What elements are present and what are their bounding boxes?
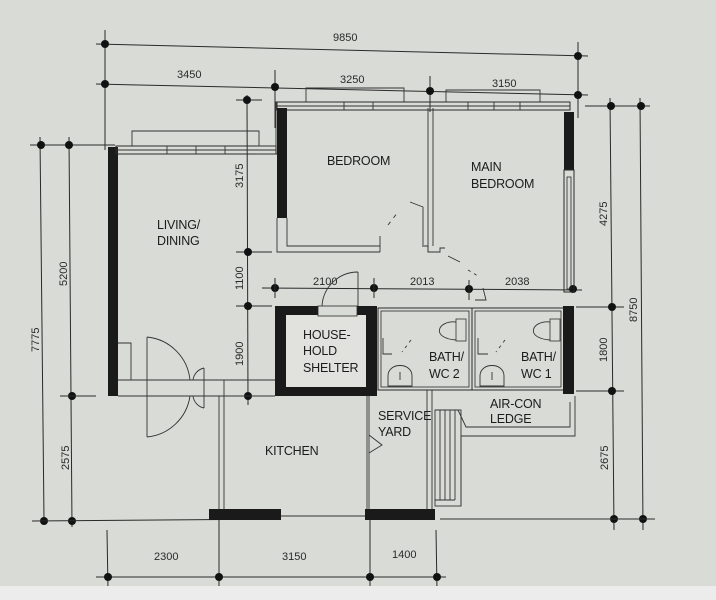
room-label-bedroom: BEDROOM bbox=[327, 154, 390, 168]
page-edge bbox=[0, 586, 716, 600]
room-label-kitchen: KITCHEN bbox=[265, 444, 319, 458]
dim-right-2: 1800 bbox=[598, 338, 610, 362]
dim-corridor-2: 2013 bbox=[410, 276, 434, 288]
room-label-main-bedroom: MAIN BEDROOM bbox=[471, 160, 534, 191]
sink-icon bbox=[479, 365, 505, 387]
dim-bottom-3: 1400 bbox=[392, 549, 416, 561]
shelter-door-icon bbox=[321, 271, 359, 307]
room-label-bath1: BATH/ WC 1 bbox=[521, 350, 559, 381]
dim-bottom-1: 2300 bbox=[154, 551, 178, 563]
dim-top-1: 3450 bbox=[177, 69, 201, 81]
doors bbox=[146, 201, 487, 438]
dim-left-overall: 7775 bbox=[30, 328, 42, 352]
toilet-icon bbox=[533, 318, 561, 342]
dim-top-3: 3150 bbox=[492, 78, 516, 90]
dim-right-3: 2675 bbox=[599, 446, 611, 470]
walls bbox=[108, 87, 610, 520]
dim-top-overall: 9850 bbox=[333, 32, 357, 44]
dimension-labels: 9850 3450 3250 3150 2300 3150 1400 7775 … bbox=[30, 32, 640, 563]
dim-right-1: 4275 bbox=[598, 202, 610, 226]
ladder-icon bbox=[434, 409, 462, 507]
dim-corridor-1: 2100 bbox=[313, 276, 337, 288]
dim-left-1: 5200 bbox=[58, 262, 70, 286]
toilet-icon bbox=[439, 318, 467, 342]
dim-left-2: 2575 bbox=[60, 446, 72, 470]
dim-right-overall: 8750 bbox=[628, 298, 640, 322]
room-label-bath2: BATH/ WC 2 bbox=[429, 350, 467, 381]
dim-inner-3: 1900 bbox=[234, 342, 246, 366]
main-bedroom-door-icon bbox=[467, 269, 479, 277]
bedroom-door-icon bbox=[387, 211, 399, 226]
dim-top-2: 3250 bbox=[340, 74, 364, 86]
dim-bottom-2: 3150 bbox=[282, 551, 306, 563]
room-labels: LIVING/ DINING BEDROOM MAIN BEDROOM HOUS… bbox=[157, 154, 559, 458]
dim-corridor-3: 2038 bbox=[505, 276, 529, 288]
room-label-living: LIVING/ DINING bbox=[157, 218, 203, 248]
main-door-icon bbox=[146, 336, 205, 438]
dim-inner-2: 1100 bbox=[234, 266, 246, 290]
room-label-aircon-ledge: AIR-CON LEDGE bbox=[490, 397, 545, 426]
dim-inner-1: 3175 bbox=[234, 164, 246, 188]
room-label-service-yard: SERVICE YARD bbox=[378, 409, 435, 439]
room-label-shelter: HOUSE- HOLD SHELTER bbox=[303, 328, 358, 375]
sink-icon bbox=[387, 365, 413, 387]
